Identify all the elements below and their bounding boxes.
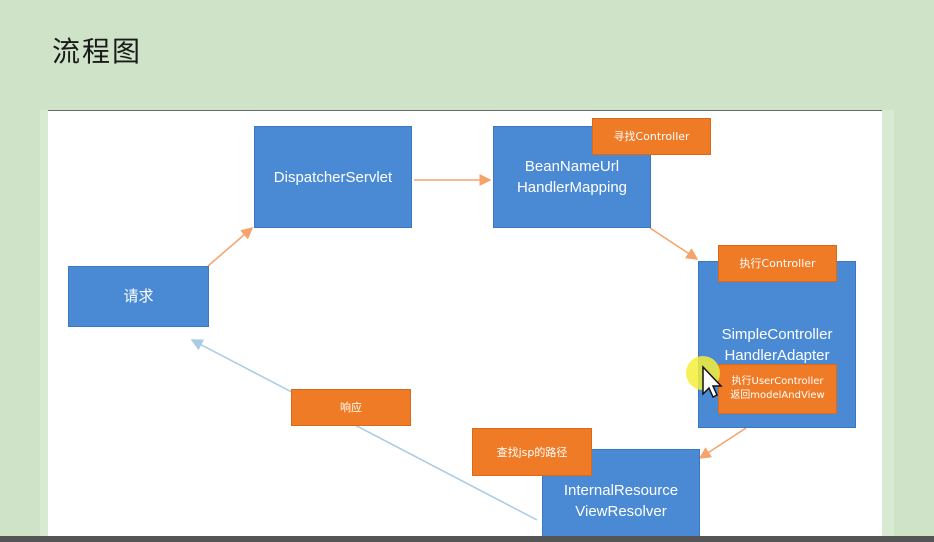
note-find-jsp-path: 查找jsp的路径 bbox=[472, 428, 592, 476]
node-handler-mapping-label: BeanNameUrl HandlerMapping bbox=[516, 158, 628, 196]
note-find-jsp-path-label: 查找jsp的路径 bbox=[496, 445, 568, 459]
canvas-right-border bbox=[882, 110, 894, 542]
note-response: 响应 bbox=[291, 389, 411, 426]
arrow-mapping-to-adapter bbox=[649, 227, 699, 260]
node-handler-adapter-label: SimpleController HandlerAdapter bbox=[721, 326, 833, 364]
canvas-left-border bbox=[40, 110, 48, 542]
note-find-controller: 寻找Controller bbox=[592, 118, 711, 155]
node-request: 请求 bbox=[68, 266, 209, 327]
node-request-label: 请求 bbox=[123, 288, 154, 305]
arrow-resolver-to-request bbox=[190, 339, 538, 521]
node-dispatcher-servlet-label: DispatcherServlet bbox=[273, 168, 393, 186]
arrow-request-to-dispatcher bbox=[207, 227, 254, 267]
note-exec-user-controller-label: 执行UserController 返回modelAndView bbox=[730, 376, 825, 401]
note-exec-controller-label: 执行Controller bbox=[739, 257, 816, 270]
note-exec-controller: 执行Controller bbox=[718, 245, 837, 282]
cursor-arrow-icon bbox=[684, 354, 724, 404]
note-find-controller-label: 寻找Controller bbox=[613, 130, 690, 143]
node-view-resolver-label: InternalResource ViewResolver bbox=[563, 482, 679, 520]
node-dispatcher-servlet: DispatcherServlet bbox=[254, 126, 412, 228]
note-exec-user-controller: 执行UserController 返回modelAndView bbox=[718, 364, 837, 414]
arrow-adapter-to-resolver bbox=[698, 427, 747, 459]
bottom-bar bbox=[0, 536, 934, 542]
page-title: 流程图 bbox=[52, 35, 143, 68]
note-response-label: 响应 bbox=[340, 401, 362, 414]
